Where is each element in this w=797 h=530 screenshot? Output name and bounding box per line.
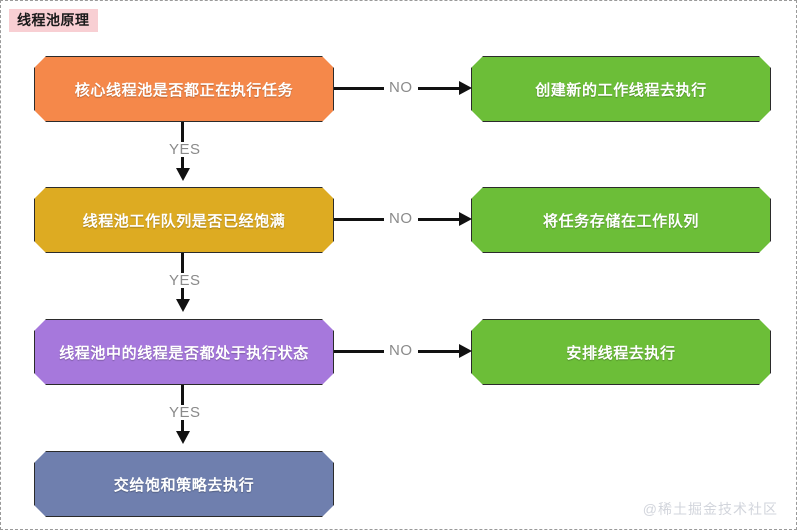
node-label: 交给饱和策略去执行 (113, 476, 255, 494)
node-rejection-policy[interactable]: 交给饱和策略去执行 (34, 451, 334, 517)
node-label: 线程池工作队列是否已经饱满 (82, 212, 286, 230)
edge-arrow-d3-a3 (459, 344, 472, 358)
edge-label-no-2: NO (384, 211, 418, 226)
node-core-pool-busy[interactable]: 核心线程池是否都正在执行任务 (34, 56, 334, 122)
node-label: 线程池中的线程是否都处于执行状态 (59, 344, 309, 362)
node-threads-all-running[interactable]: 线程池中的线程是否都处于执行状态 (34, 319, 334, 385)
edge-label-no-1: NO (384, 80, 418, 95)
node-label: 核心线程池是否都正在执行任务 (74, 81, 294, 99)
edge-arrow-d3-d4 (176, 431, 190, 444)
edge-arrow-d1-a1 (459, 81, 472, 95)
node-schedule-thread[interactable]: 安排线程去执行 (471, 319, 771, 385)
watermark: @稀土掘金技术社区 (642, 501, 778, 517)
edge-label-yes-3: YES (164, 405, 206, 420)
edge-label-yes-2: YES (164, 273, 206, 288)
edge-arrow-d2-d3 (176, 299, 190, 312)
node-queue-full[interactable]: 线程池工作队列是否已经饱满 (34, 187, 334, 253)
edge-label-yes-1: YES (164, 142, 206, 157)
edge-arrow-d2-a2 (459, 212, 472, 226)
node-label: 将任务存储在工作队列 (542, 212, 699, 230)
edge-label-no-3: NO (384, 343, 418, 358)
page-title: 线程池原理 (9, 9, 98, 33)
node-create-new-worker[interactable]: 创建新的工作线程去执行 (471, 56, 771, 122)
node-label: 创建新的工作线程去执行 (535, 81, 707, 99)
edge-arrow-d1-d2 (176, 168, 190, 181)
node-store-in-queue[interactable]: 将任务存储在工作队列 (471, 187, 771, 253)
node-label: 安排线程去执行 (566, 344, 676, 362)
